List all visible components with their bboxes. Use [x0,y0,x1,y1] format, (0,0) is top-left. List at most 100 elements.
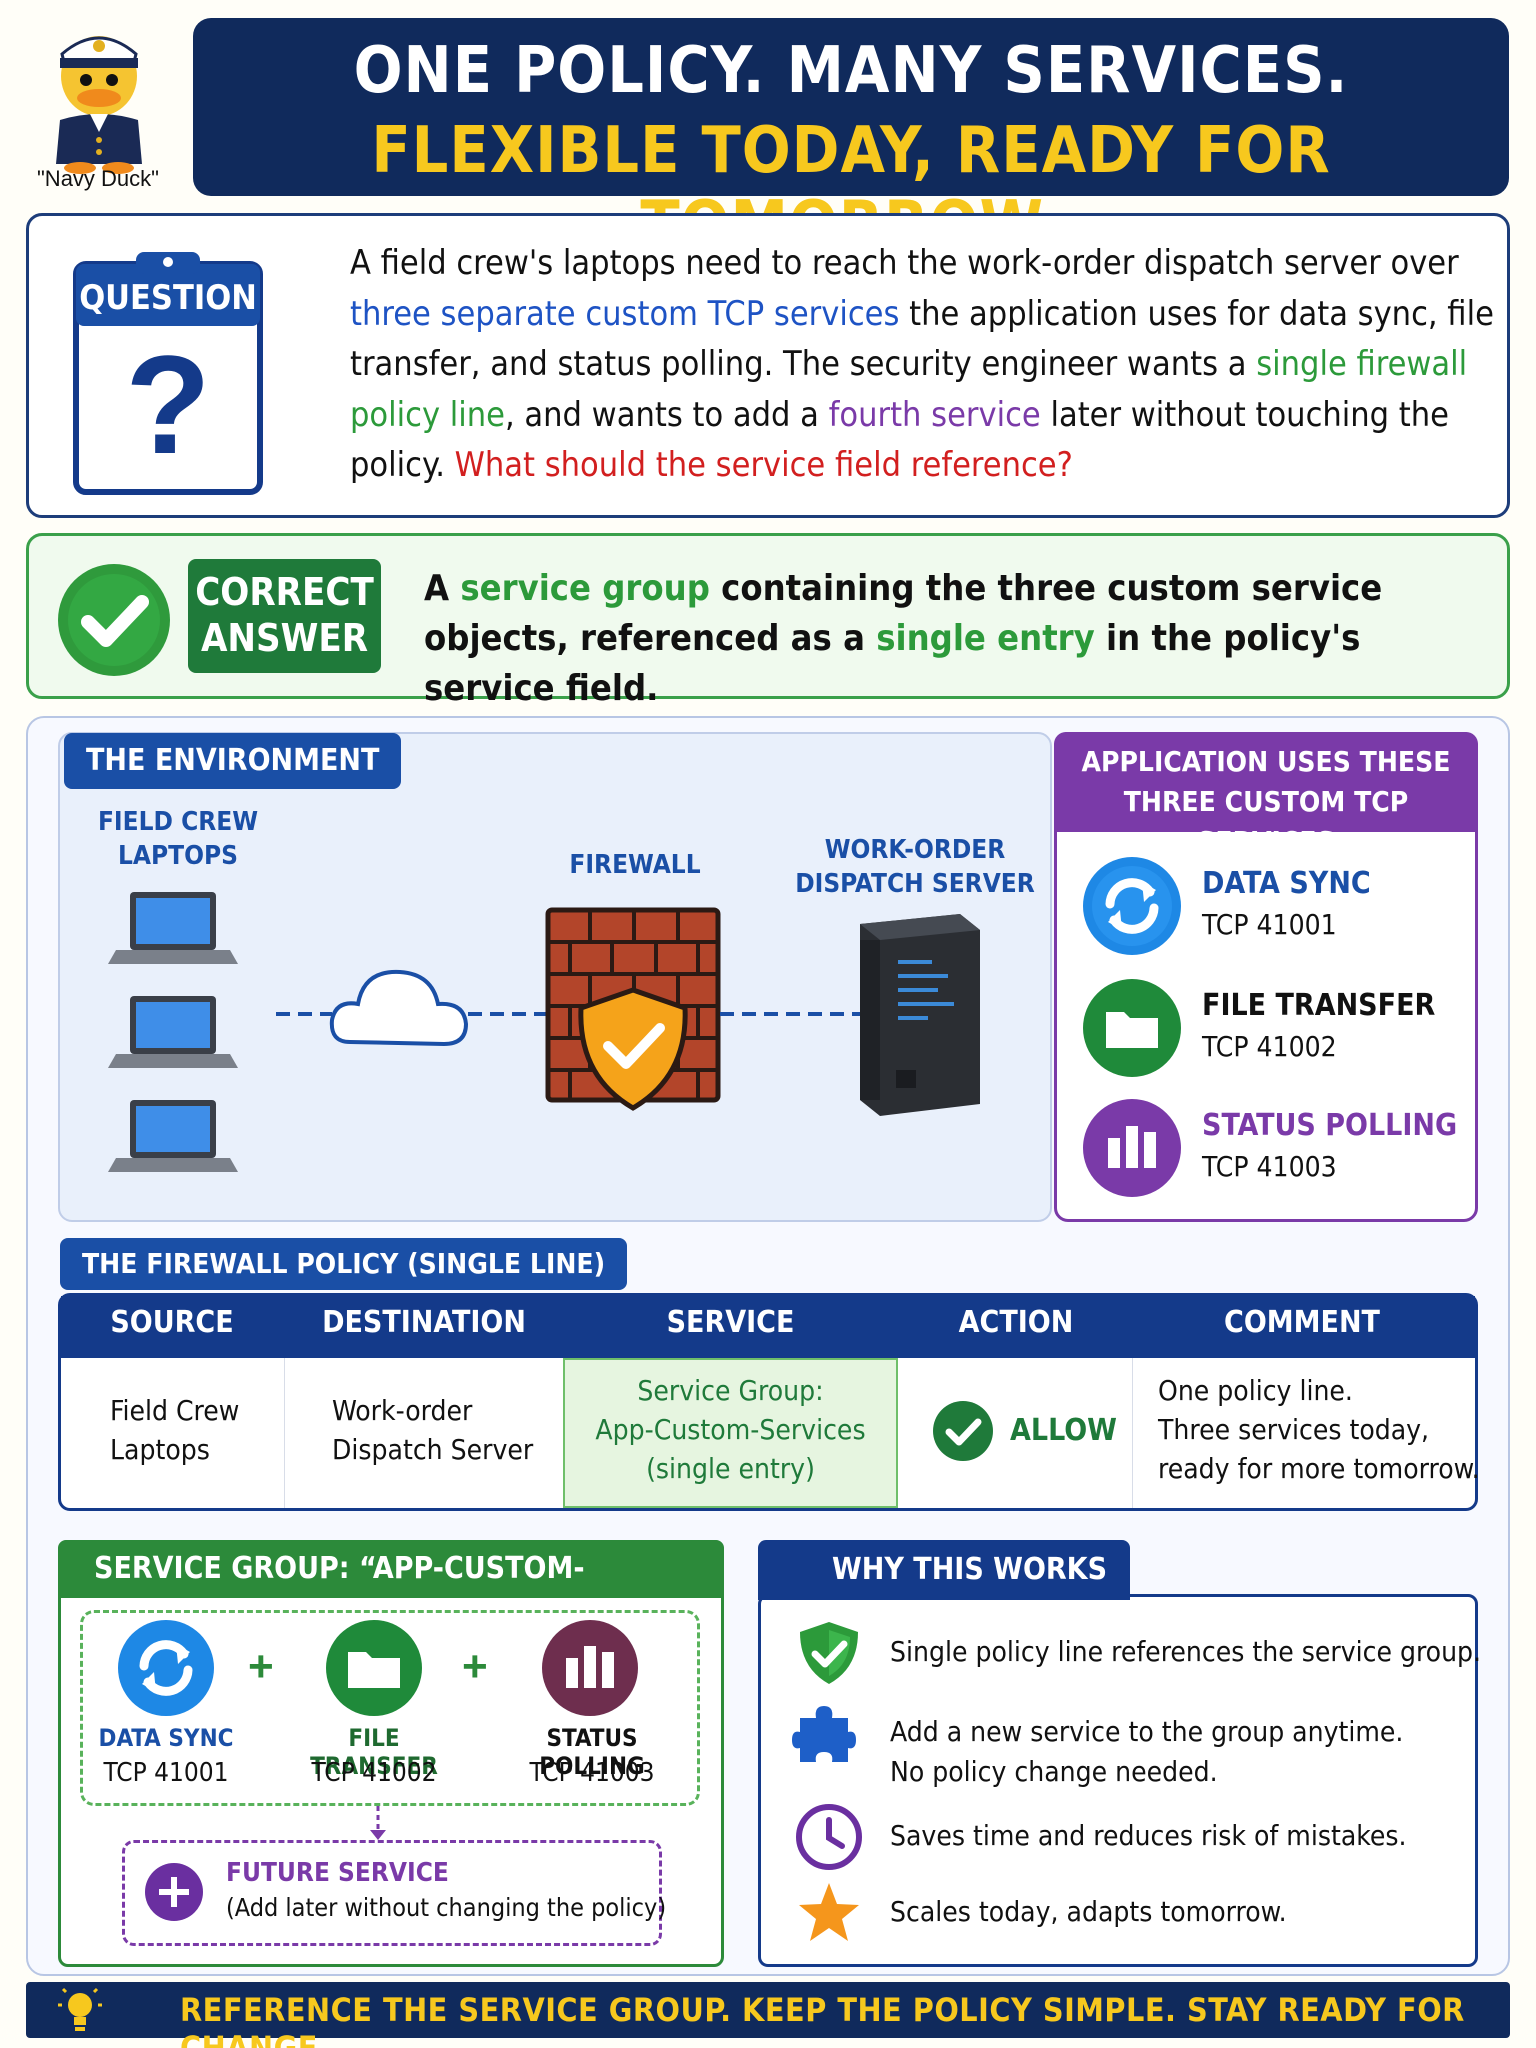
member-name: DATA SYNC [98,1724,234,1752]
sync-icon [118,1620,214,1716]
service-group-entry: Service Group: App-Custom-Services (single… [563,1371,898,1488]
question-box [26,213,1510,518]
future-service-description: (Add later without changing the policy) [226,1893,667,1922]
laptop-icon [108,1100,238,1172]
member-port: TCP 41001 [103,1758,229,1788]
question-text-part: the application uses for data sync, file… [350,293,1494,385]
navy-duck-mascot [56,36,142,174]
question-text-part: later without touching the policy. [350,394,1449,486]
service-port: TCP 41003 [1202,1150,1337,1183]
future-service-box [122,1840,662,1946]
title-line: THREE CUSTOM TCP SERVICES [1123,785,1409,858]
question-text-part: , and wants to add a [504,394,829,435]
question-text-part: A field crew's laptops need to reach the… [350,243,1459,283]
answer-highlight: single entry [876,618,1095,659]
text-line: Add a new service to the group anytime. [890,1715,1404,1748]
server-icon [860,914,980,1116]
column-header-action: ACTION [958,1305,1074,1340]
folder-icon [1083,979,1181,1077]
why-item-text: Single policy line references the servic… [890,1635,1482,1668]
why-title: WHY THIS WORKS [758,1540,1130,1600]
header-banner: ONE POLICY. MANY SERVICES. FLEXIBLE TODA… [193,18,1509,262]
check-circle-icon [58,564,170,676]
member-port: TCP 41002 [311,1758,437,1788]
column-header-service: SERVICE [666,1305,795,1340]
service-name: FILE TRANSFER [1202,988,1436,1023]
arrow-down-icon [370,1806,386,1840]
column-header-comment: COMMENT [1224,1305,1380,1340]
question-mark: ? [125,326,211,483]
bar-chart-icon [542,1620,638,1716]
plus-sign: + [248,1642,274,1691]
cell-line: Service Group: [637,1374,824,1407]
footer-text: REFERENCE THE SERVICE GROUP. KEEP THE PO… [180,1991,1465,2048]
service-name: STATUS POLLING [1202,1108,1458,1143]
firewall-icon [545,907,721,1111]
environment-title: THE ENVIRONMENT [64,733,402,789]
policy-title: THE FIREWALL POLICY (SINGLE LINE) [60,1238,628,1290]
services-panel-title: APPLICATION USES THESE THREE CUSTOM TCP S… [1054,732,1478,858]
service-group-members [80,1610,700,1806]
shield-check-icon [800,1622,858,1684]
allow-check-icon [933,1401,993,1461]
header-title: ONE POLICY. MANY SERVICES. [353,34,1349,108]
action-allow: ALLOW [1010,1413,1117,1448]
laptops-label: FIELD CREW LAPTOPS [90,805,266,873]
cell-line: Work-order [332,1394,473,1427]
label-line: FIELD CREW [97,807,259,837]
network-diagram [108,892,980,1172]
why-item-text: Saves time and reduces risk of mistakes. [890,1819,1407,1852]
label-line: DISPATCH SERVER [795,869,1035,899]
column-header-source: SOURCE [110,1305,234,1340]
question-highlight-services: three separate custom TCP services [350,293,900,334]
question-highlight-fourth: fourth service [828,394,1041,435]
member-name: STATUS POLLING [539,1724,645,1780]
cell-line: App-Custom-Services [595,1413,866,1446]
policy-table-header [61,1296,1475,1358]
answer-text-part: in the policy's service field. [424,618,1361,709]
title-line: APPLICATION USES THESE [1081,745,1451,778]
puzzle-icon [792,1706,856,1762]
service-port: TCP 41002 [1202,1030,1337,1063]
cell-line: One policy line. [1158,1374,1353,1407]
add-circle-icon [145,1863,203,1921]
service-name: DATA SYNC [1202,866,1371,901]
cell-line: Three services today, [1158,1413,1430,1446]
badge-line: ANSWER [200,616,369,660]
answer-highlight: service group [460,568,710,609]
folder-icon [326,1620,422,1716]
answer-text: A service group containing the three cus… [424,564,1484,714]
mascot-caption: "Navy Duck" [37,166,159,191]
column-divider [1132,1358,1133,1508]
cell-line: Dispatch Server [332,1433,534,1466]
question-text: A field crew's laptops need to reach the… [350,238,1500,491]
bar-chart-icon [1083,1099,1181,1197]
footer-banner [26,1982,1510,2038]
question-clipboard-icon [73,252,263,495]
lightbulb-icon [58,1987,102,2031]
member-name: FILE TRANSFER [310,1724,438,1780]
column-divider [284,1358,285,1508]
service-group-title: SERVICE GROUP: “APP-CUSTOM-SERVICES” [58,1540,724,1644]
question-prompt: What should the service field reference? [454,445,1073,485]
cell-line: ready for more tomorrow. [1158,1452,1480,1485]
cell-line: (single entry) [646,1452,815,1485]
question-badge: QUESTION [79,278,257,318]
answer-text-part: A [424,568,461,609]
service-cell [563,1358,898,1508]
badge-line: CORRECT [195,570,374,614]
star-icon [799,1883,859,1941]
comment-cell: One policy line. Three services today, rea… [1158,1371,1480,1488]
label-line: LAPTOPS [118,841,238,871]
label-line: WORK-ORDER [824,835,1006,865]
laptop-icon [108,996,238,1068]
cloud-icon [329,969,469,1047]
firewall-label: FIREWALL [569,850,701,880]
laptop-icon [108,892,238,964]
service-port: TCP 41001 [1202,908,1337,941]
cell-line: Field Crew [110,1394,240,1427]
server-label: WORK-ORDER DISPATCH SERVER [790,833,1040,901]
